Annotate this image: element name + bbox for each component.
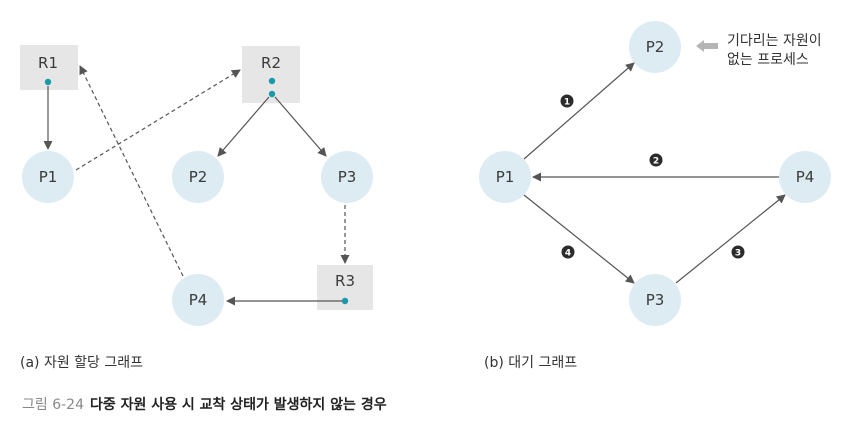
caption-wait-for-graph: (b) 대기 그래프 [484,355,578,371]
wfg-process-p2: P2 [629,21,681,73]
wfg-edge-p3-to-p4 [675,194,786,284]
wfg-process-p4-label: P4 [796,168,815,186]
process-p3: P3 [321,151,373,203]
resource-r1-instance-dot [44,78,52,86]
process-p1-label: P1 [39,168,58,186]
resource-r1: R1 [20,45,78,90]
edge-p4-request-r1 [79,65,184,277]
figure-caption: 그림 6-24 다중 자원 사용 시 교착 상태가 발생하지 않는 경우 [22,394,387,414]
resource-r2-instance-dot-2 [268,90,276,98]
wfg-process-p1: P1 [479,151,531,203]
process-p2: P2 [172,151,224,203]
edge-p1-request-r2 [75,69,241,171]
process-p2-label: P2 [189,168,208,186]
wfg-edge-p1-to-p2 [523,62,635,160]
process-p3-label: P3 [338,168,357,186]
allocation-graph: R1 R2 R3 P1 P2 P3 P4 [20,45,373,326]
wfg-process-p4: P4 [779,151,831,203]
figure-number: 그림 6-24 [22,397,84,413]
wait-for-graph: P1 P2 P3 P4 1 2 3 [479,21,831,326]
note-line-2: 없는 프로세스 [727,52,809,68]
caption-allocation-graph: (a) 자원 할당 그래프 [20,355,144,371]
wfg-edge-p1-to-p3 [523,194,635,284]
edge-number-4: 4 [565,249,571,259]
process-p4: P4 [172,274,224,326]
figure-title: 다중 자원 사용 시 교착 상태가 발생하지 않는 경우 [89,397,387,413]
note-arrow-icon [696,40,718,52]
resource-r2-label: R2 [261,54,281,72]
wfg-process-p3: P3 [629,274,681,326]
edge-number-1: 1 [564,98,570,108]
edge-number-2: 2 [653,157,659,167]
process-p4-label: P4 [189,291,208,309]
edge-number-badge-2: 2 [649,153,663,167]
resource-r3: R3 [317,265,373,310]
resource-r3-label: R3 [335,272,355,290]
wfg-process-p1-label: P1 [496,168,515,186]
resource-r2: R2 [242,46,300,103]
wfg-process-p2-label: P2 [646,38,665,56]
edge-number-badge-4: 4 [561,245,575,259]
edge-number-3: 3 [735,249,741,259]
edge-number-badge-3: 3 [731,245,745,259]
note-line-1: 기다리는 자원이 [727,33,822,49]
resource-r2-instance-dot-1 [268,77,276,85]
edge-r2-to-p2 [217,96,270,157]
edge-number-badge-1: 1 [560,94,574,108]
process-p1: P1 [22,151,74,203]
wfg-process-p3-label: P3 [646,291,665,309]
edge-r2-to-p3 [274,96,327,157]
resource-r1-label: R1 [38,54,58,72]
resource-r3-instance-dot [341,297,349,305]
